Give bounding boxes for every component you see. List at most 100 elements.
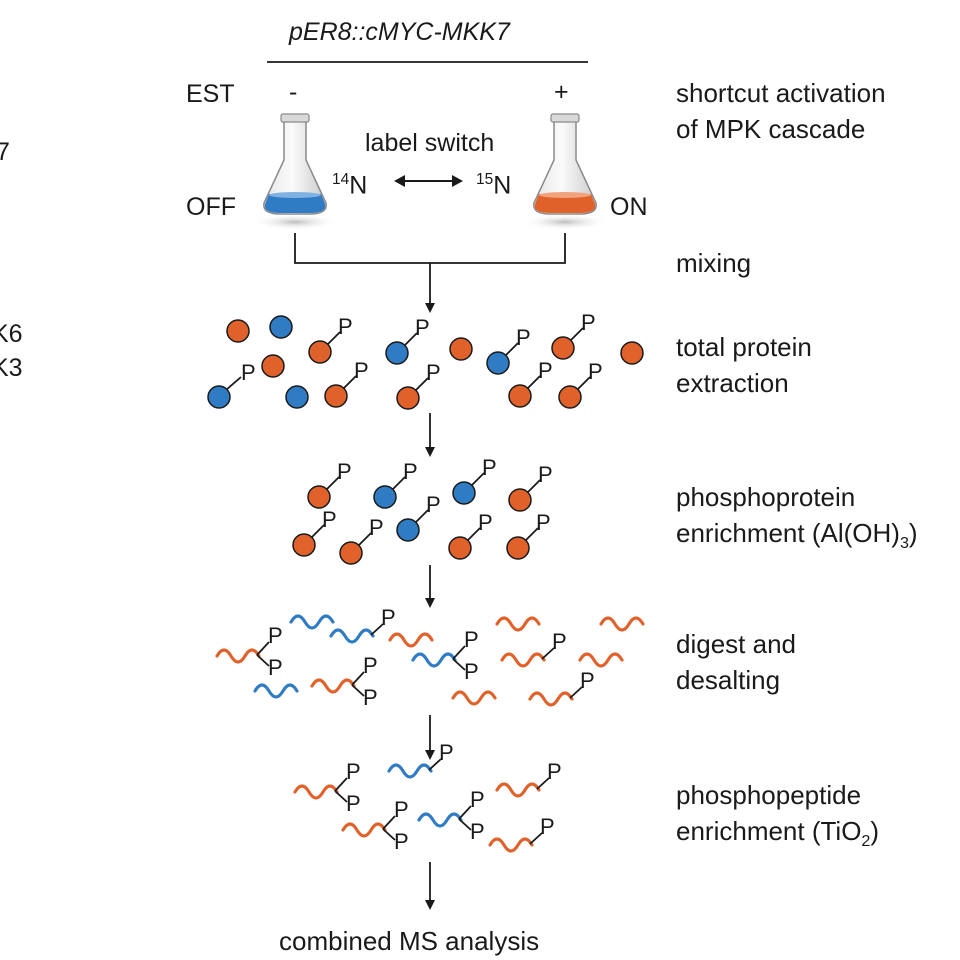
- heavy-protein: [339, 541, 363, 565]
- heavy-peptide: [578, 652, 624, 668]
- heavy-protein: [506, 536, 530, 560]
- phospho-bond: [370, 623, 384, 636]
- n14-mass: 14: [332, 171, 350, 188]
- phospho-label: P: [426, 492, 441, 517]
- phospho-bond: [452, 645, 466, 660]
- phospho-label: P: [403, 459, 418, 484]
- phospho-bond: [569, 686, 583, 699]
- phospho-label: P: [322, 507, 337, 532]
- medium-heavy: [534, 194, 596, 213]
- label-switch-arrow: [394, 175, 463, 187]
- heavy-protein: [449, 337, 473, 361]
- final-step-label: combined MS analysis: [279, 926, 540, 956]
- label-switch-title: label switch: [365, 129, 495, 157]
- flask-off: [251, 113, 339, 230]
- left-fragment-1: 7: [0, 138, 10, 166]
- phospho-bond: [458, 818, 472, 831]
- phospho-label: P: [482, 455, 497, 480]
- phospho-bond: [428, 758, 442, 771]
- phospho-bond: [414, 509, 429, 524]
- heavy-peptide: [495, 616, 541, 632]
- n14-label: 14N: [332, 172, 367, 198]
- phospho-bond: [256, 641, 270, 656]
- protein-enrichment-text: enrichment (Al(OH): [676, 518, 900, 548]
- heavy-peptide: [495, 782, 541, 798]
- heavy-peptide: [500, 652, 546, 668]
- light-protein: [452, 481, 476, 505]
- phospho-bond: [225, 376, 242, 391]
- light-protein: [385, 341, 409, 365]
- peptide-enrichment-text: enrichment (TiO: [676, 816, 862, 846]
- phospho-label: P: [381, 605, 396, 630]
- phospho-bond: [524, 527, 539, 542]
- phospho-bond: [414, 377, 429, 392]
- phospho-label: P: [363, 653, 378, 678]
- phospho-label: P: [415, 315, 430, 340]
- peptide-enrichment-close: ): [870, 816, 880, 846]
- light-peptide: [387, 763, 433, 779]
- phospho-bond: [536, 777, 550, 790]
- est-label: EST: [186, 80, 235, 108]
- phospho-label: P: [552, 629, 567, 654]
- flask-on: [521, 113, 609, 230]
- phospho-bond: [256, 654, 270, 667]
- phospho-label: P: [478, 510, 493, 535]
- phospho-label: P: [547, 759, 562, 784]
- step-activation-line1: shortcut activation: [676, 78, 886, 108]
- heavy-protein: [558, 385, 582, 409]
- phospho-bond: [326, 331, 341, 346]
- light-protein: [207, 385, 231, 409]
- phospho-label: P: [581, 310, 596, 335]
- heavy-peptide: [341, 822, 387, 838]
- phospho-label: P: [538, 462, 553, 487]
- n15-label: 15N: [476, 172, 511, 198]
- heavy-protein: [261, 354, 285, 378]
- phospho-bond: [310, 524, 325, 539]
- phospho-bond: [403, 332, 418, 347]
- heavy-protein: [308, 340, 332, 364]
- heavy-peptide: [310, 678, 356, 694]
- light-protein: [486, 351, 510, 375]
- phospho-label: P: [470, 819, 485, 844]
- phospho-bond: [458, 805, 472, 820]
- phospho-bond: [351, 684, 365, 697]
- phospho-bond: [452, 658, 466, 671]
- heavy-protein: [396, 386, 420, 410]
- left-fragment-3: K3: [0, 354, 23, 382]
- phospho-bond: [466, 527, 481, 542]
- phospho-label: P: [580, 668, 595, 693]
- step-digest-line1: digest and: [676, 629, 796, 659]
- n15-element: N: [493, 171, 512, 200]
- est-minus: -: [289, 78, 298, 106]
- heavy-protein: [292, 533, 316, 557]
- phospho-bond: [342, 375, 357, 390]
- step-protein-enrichment-line1: phosphoprotein: [676, 482, 856, 512]
- phospho-label: P: [426, 360, 441, 385]
- phospho-label: P: [354, 358, 369, 383]
- phospho-label: P: [241, 360, 256, 385]
- light-peptide: [289, 614, 335, 630]
- phospho-bond: [576, 376, 591, 391]
- heavy-protein: [307, 485, 331, 509]
- heavy-protein: [620, 341, 644, 365]
- protein-enrichment-subscript: 3: [899, 534, 909, 553]
- mixing-bracket: [294, 233, 566, 264]
- step-extraction-line1: total protein: [676, 332, 812, 362]
- peptide-enrichment-subscript: 2: [861, 832, 871, 851]
- phospho-label: P: [439, 740, 454, 765]
- phospho-label: P: [464, 627, 479, 652]
- protein-enrichment-close: ): [908, 518, 918, 548]
- phospho-label: P: [540, 814, 555, 839]
- heavy-peptide: [528, 691, 574, 707]
- phospho-label: P: [536, 510, 551, 535]
- phospho-bond: [526, 479, 541, 494]
- phospho-label: P: [394, 829, 409, 854]
- phospho-label: P: [338, 314, 353, 339]
- heavy-peptide: [293, 784, 339, 800]
- phospho-bond: [325, 476, 340, 491]
- light-peptide: [411, 652, 457, 668]
- step-protein-enrichment-line2: enrichment (Al(OH)3): [676, 520, 918, 551]
- phospho-label: P: [516, 325, 531, 350]
- phospho-label: P: [470, 787, 485, 812]
